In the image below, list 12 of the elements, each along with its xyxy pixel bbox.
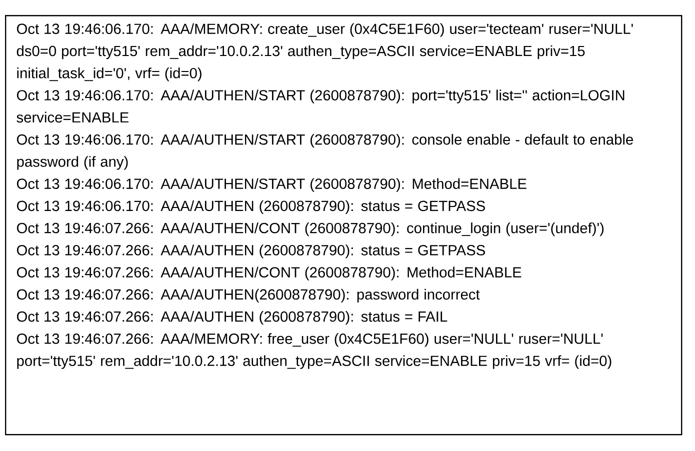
log-entry: Oct 13 19:46:07.266: AAA/AUTHEN(2600878790): password incorrect	[16, 288, 480, 303]
log-entry: Oct 13 19:46:07.266: AAA/AUTHEN/CONT (2600878790): continue_login (user='(undef)')	[16, 222, 604, 236]
log-entry: Oct 13 19:46:06.170: AAA/AUTHEN (2600878790): status = GETPASS	[16, 200, 485, 214]
log-box	[5, 15, 682, 436]
log-entry: Oct 13 19:46:07.266: AAA/MEMORY: free_user (0x4C5E1F60) user='NULL' ruser='NULL' port='tty515' rem_addr='10.0.2.13' authen_type=ASCII service=ENABLE priv=15 vrf= (id=0)	[16, 333, 612, 369]
log-entry: Oct 13 19:46:07.266: AAA/AUTHEN (2600878790): status = GETPASS	[16, 244, 485, 258]
log-entry: Oct 13 19:46:06.170: AAA/AUTHEN/START (2600878790): Method=ENABLE	[16, 178, 526, 192]
log-entry: Oct 13 19:46:06.170: AAA/AUTHEN/START (2600878790): console enable - default to enable password (if any)	[16, 134, 633, 170]
log-entry: Oct 13 19:46:07.266: AAA/AUTHEN (2600878790): status = FAIL	[16, 311, 448, 325]
log-entry: Oct 13 19:46:06.170: AAA/AUTHEN/START (2600878790): port='tty515' list='' action=LOGIN service=ENABLE	[16, 90, 624, 123]
log-entry: Oct 13 19:46:06.170: AAA/MEMORY: create_user (0x4C5E1F60) user='tecteam' ruser='NULL' ds0=0 port='tty515' rem_addr='10.0.2.13' authen_type=ASCII service=ENABLE priv=15 initial_task_id='0', vrf= (id=0)	[16, 23, 633, 82]
log-entry: Oct 13 19:46:07.266: AAA/AUTHEN/CONT (2600878790): Method=ENABLE	[16, 266, 522, 280]
